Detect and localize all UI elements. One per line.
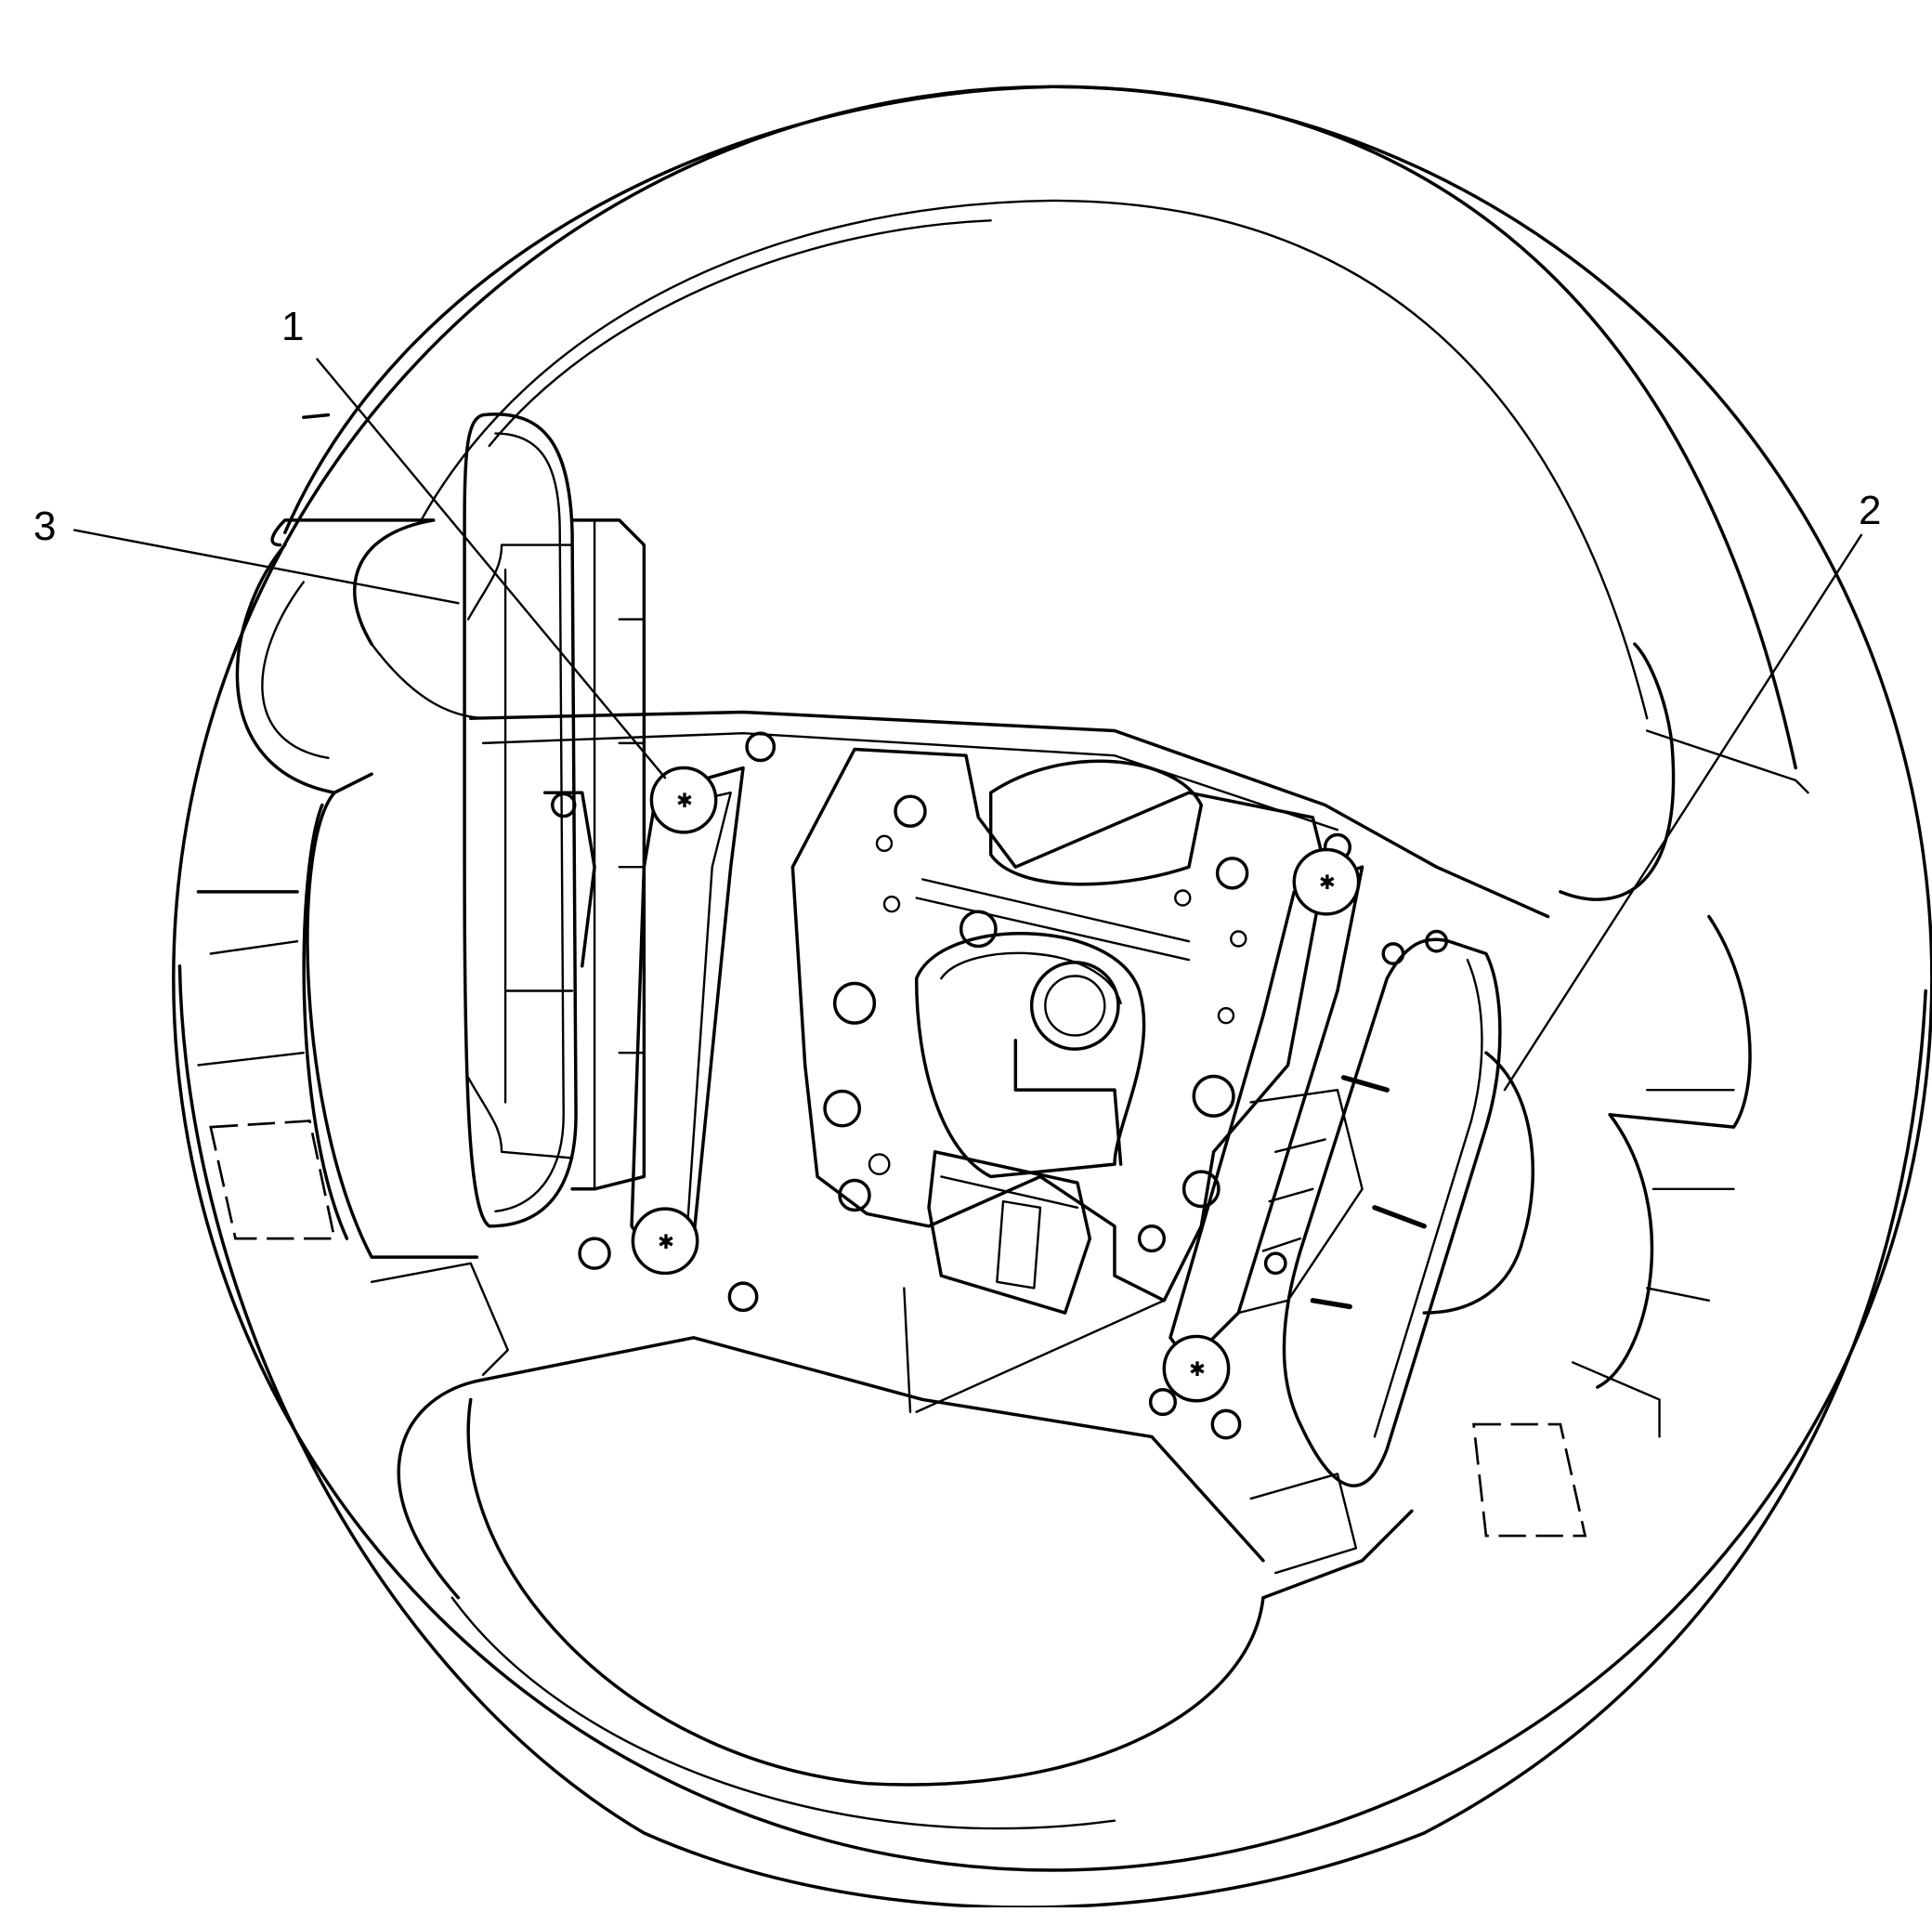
right-spoke	[1472, 914, 1752, 1538]
leader-line-3	[72, 529, 460, 605]
mounting-holes	[551, 731, 1448, 1440]
svg-text:✱: ✱	[1189, 1358, 1206, 1381]
callout-leaders	[72, 358, 1863, 1092]
right-control-switch	[1237, 937, 1534, 1487]
left-control-switch	[302, 413, 646, 1240]
leader-line-2	[1503, 533, 1863, 1092]
steering-wheel-rim	[172, 85, 1932, 1909]
svg-text:✱: ✱	[676, 790, 693, 812]
callout-1-label: 1	[281, 304, 305, 349]
callout-2-label: 2	[1859, 488, 1882, 533]
electrical-connector	[927, 1150, 1092, 1315]
lower-spoke	[370, 1262, 1414, 1787]
bracket-links: ✱ ✱ ✱ ✱	[630, 766, 1364, 1403]
steering-wheel-frame	[469, 710, 1550, 1413]
leader-line-1	[316, 358, 667, 779]
left-spoke	[196, 413, 479, 1259]
svg-text:✱: ✱	[658, 1231, 674, 1253]
upper-rim-grip	[270, 518, 1809, 901]
svg-text:✱: ✱	[1319, 871, 1336, 894]
callout-3-label: 3	[33, 504, 57, 549]
